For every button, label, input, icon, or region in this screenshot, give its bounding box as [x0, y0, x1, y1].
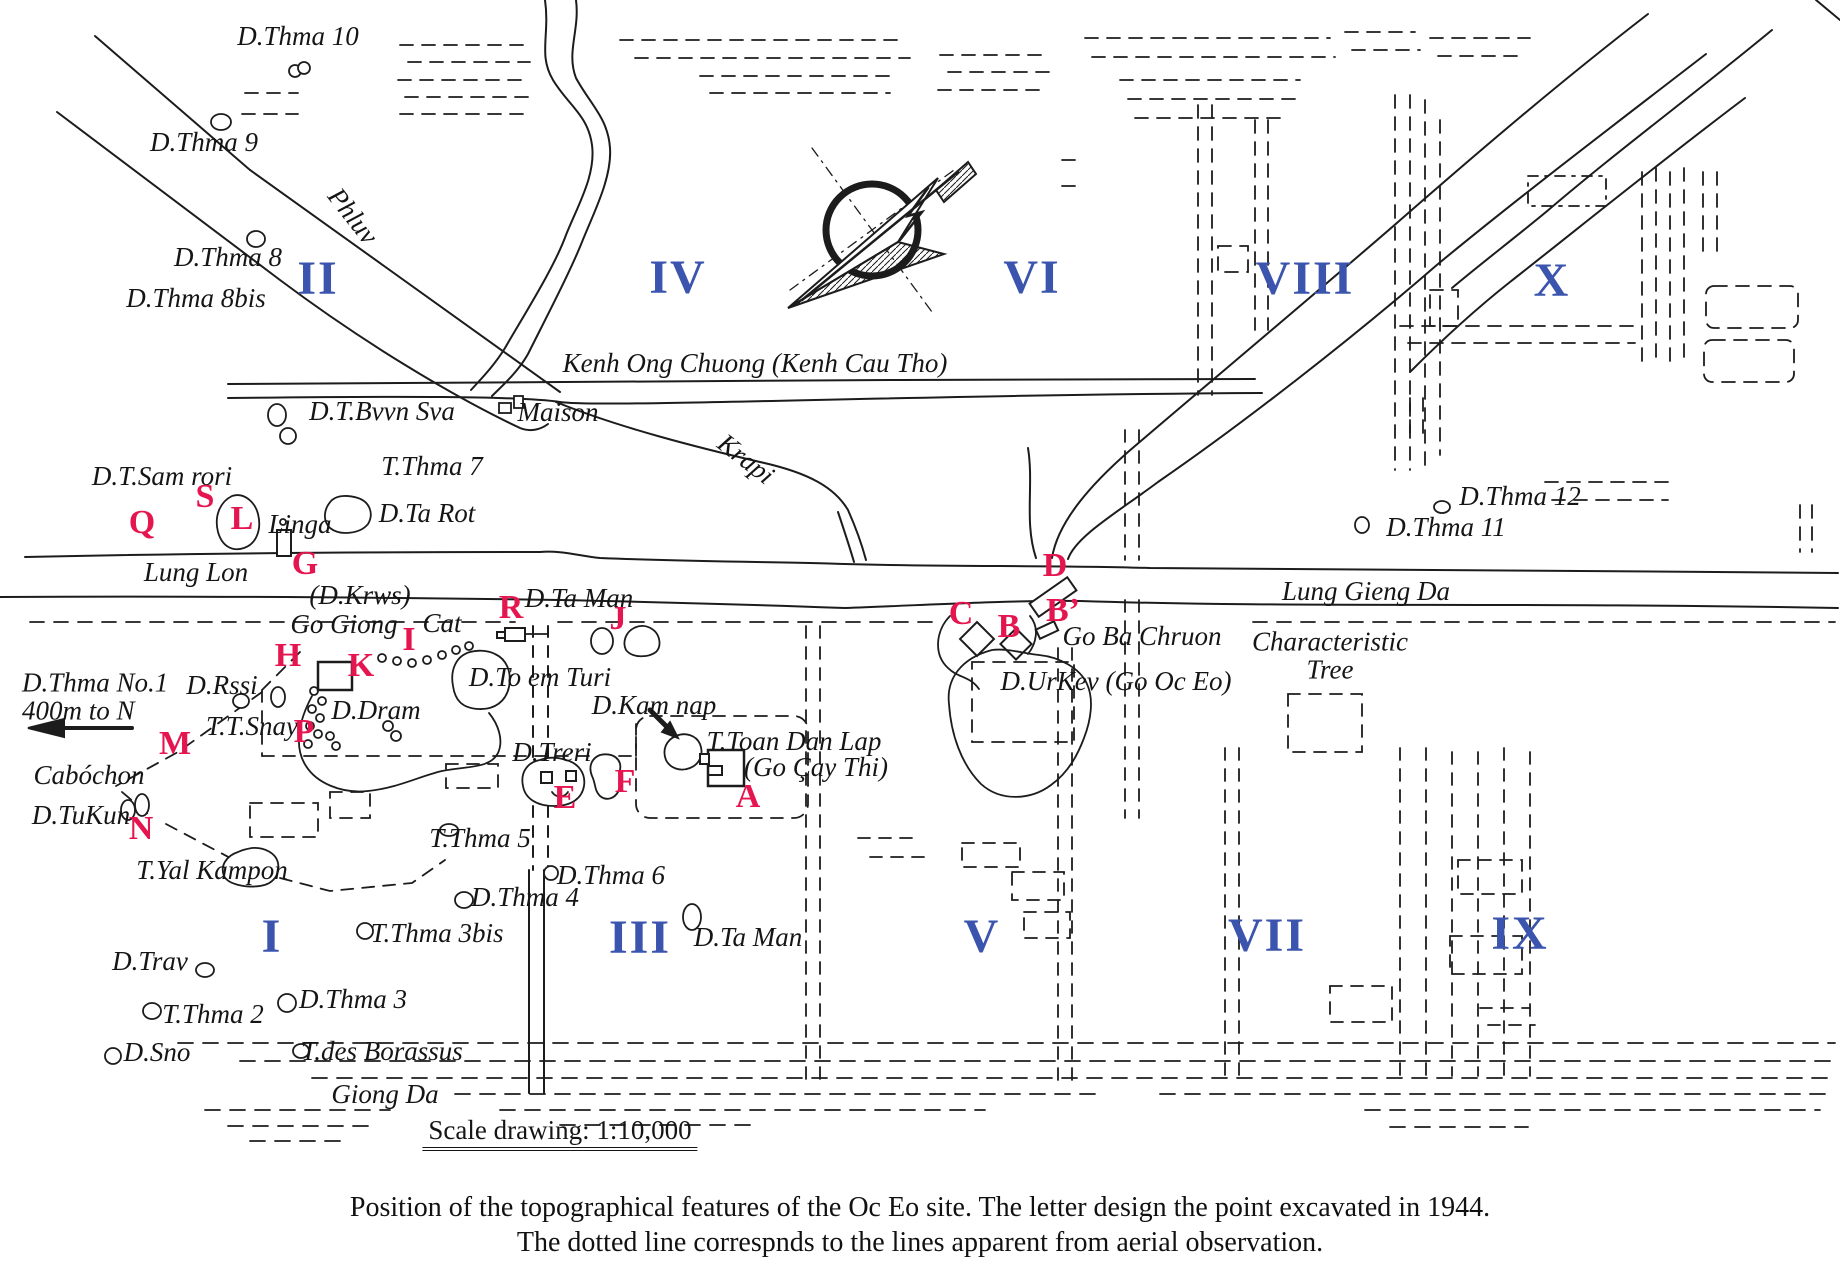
label-d-sno: D.Sno	[123, 1036, 191, 1067]
excavation-point-q: Q	[128, 504, 156, 541]
scale-note: Scale drawing: 1:10,000	[422, 1115, 698, 1151]
excavation-point-c: C	[948, 595, 974, 632]
northeast-river	[1027, 0, 1840, 560]
label-maison: Maison	[517, 396, 599, 427]
label-phluv: Phluv	[321, 181, 385, 250]
label-t-des-borassus: T.des Borassus	[301, 1035, 463, 1066]
label-t-t-snay: T.T.Snay	[205, 710, 299, 741]
label-giong-da: Giong Da	[331, 1078, 439, 1109]
excavation-point-f: F	[614, 763, 636, 800]
zone-label-viii: VIII	[1255, 252, 1355, 305]
label-d-thma-3: D.Thma 3	[298, 983, 408, 1014]
label-d-dram: D.Dram	[331, 694, 421, 725]
zone-label-ii: II	[297, 252, 339, 305]
label-linga: Linga	[268, 508, 332, 539]
label-d-krws: (D.Krws)	[309, 579, 411, 610]
excavation-point-b: B	[997, 608, 1021, 645]
caption-line-1: Position of the topographical features o…	[349, 1192, 1491, 1223]
excavation-point-l: L	[230, 500, 254, 537]
label-d-thma-8bis: D.Thma 8bis	[126, 282, 266, 313]
excavation-point-a: A	[735, 778, 761, 815]
label-d-thma-no1: D.Thma No.1 400m to N	[22, 667, 169, 726]
label-d-thma-8: D.Thma 8	[173, 241, 283, 272]
label-go-ba-chruon: Go Ba Chruon	[1062, 620, 1222, 651]
label-t-thma-7: T.Thma 7	[381, 450, 483, 481]
aerial-marks-top-right	[1061, 31, 1813, 553]
excavation-point-j: J	[609, 600, 627, 637]
label-t-thma-5: T.Thma 5	[429, 822, 531, 853]
label-t-yal-kampon: T.Yal Kampon	[136, 854, 288, 885]
south-canal	[528, 625, 549, 1094]
zone-label-i: I	[261, 910, 283, 963]
excavation-point-n: N	[128, 810, 154, 847]
excavation-point-m: M	[158, 725, 192, 762]
canal-lung-lon-gieng-da	[0, 550, 1839, 610]
label-d-thma-11: D.Thma 11	[1386, 511, 1506, 542]
label-d-rssi: D.Rssi	[186, 669, 258, 700]
compass-rose-icon	[787, 147, 978, 313]
label-characteristic-tree: Characteristic Tree	[1252, 626, 1408, 685]
aerial-marks-middle	[115, 651, 1536, 1081]
label-kenh-ong-chuong: Kenh Ong Chuong (Kenh Cau Tho)	[562, 347, 948, 378]
label-d-thma-4: D.Thma 4	[470, 881, 580, 912]
label-d-thma-12: D.Thma 12	[1459, 480, 1581, 511]
phluv-road	[56, 35, 561, 432]
excavation-point-i: I	[402, 621, 416, 658]
label-cat: Cat	[422, 607, 462, 638]
label-d-thma-6: D.Thma 6	[556, 859, 666, 890]
label-d-tukun: D.TuKun	[31, 799, 131, 830]
giong-da-rows	[177, 1042, 1836, 1142]
aerial-marks-top-left	[241, 39, 1051, 115]
mounds-and-structures	[104, 61, 1451, 1065]
canal-kenh-ong-chuong	[227, 378, 1263, 405]
label-d-ta-man-1: D.Ta Man	[524, 582, 634, 613]
excavation-point-d: D	[1042, 547, 1068, 584]
zone-label-x: X	[1533, 254, 1571, 307]
zone-label-vi: VI	[1003, 251, 1061, 304]
label-lung-lon: Lung Lon	[143, 556, 249, 587]
aerial-zone-boundaries	[805, 429, 1240, 1086]
label-lung-gieng-da: Lung Gieng Da	[1282, 575, 1450, 606]
label-d-t-bvvn-sva: D.T.Bvvn Sva	[309, 395, 455, 426]
zone-label-ix: IX	[1491, 907, 1549, 960]
label-d-t-sam-rori: D.T.Sam rori	[91, 460, 233, 491]
excavation-point-r: R	[498, 589, 524, 626]
label-d-kam-nap: D.Kam nap	[591, 689, 717, 720]
excavation-point-k: K	[347, 647, 375, 684]
excavation-point-g: G	[291, 545, 319, 582]
zone-label-vii: VII	[1227, 909, 1307, 962]
label-d-ta-man-2: D.Ta Man	[693, 921, 803, 952]
label-d-treri: D.Treri	[512, 736, 592, 767]
caption-line-2: The dotted line correspnds to the lines …	[516, 1227, 1324, 1258]
label-t-thma-3bis: T.Thma 3bis	[370, 917, 504, 948]
excavation-point-e: E	[553, 779, 577, 816]
canal-krapi	[555, 401, 867, 563]
excavation-point-h: H	[274, 637, 302, 674]
label-t-thma-2: T.Thma 2	[162, 998, 264, 1029]
excavation-point-s: S	[195, 478, 215, 515]
left-arrow-icon	[27, 717, 134, 739]
label-d-thma-10: D.Thma 10	[237, 20, 359, 51]
label-krapi: Krapi	[712, 427, 781, 491]
excavation-point-p: P	[293, 713, 315, 750]
zone-label-iv: IV	[649, 251, 707, 304]
label-t-toan-dan-lap: T.Toan Dan Lap	[706, 725, 882, 756]
excavation-point-b: B’	[1046, 592, 1080, 629]
label-go-giong: Go Giong	[290, 608, 398, 639]
north-stream	[470, 0, 612, 397]
label-d-thma-9: D.Thma 9	[149, 126, 259, 157]
zone-label-v: V	[963, 910, 1001, 963]
label-d-ta-rot: D.Ta Rot	[378, 497, 476, 528]
zone-label-iii: III	[608, 911, 672, 964]
label-d-urkev: D.UrKev (Go Oc Eo)	[1000, 665, 1232, 696]
label-cabochon: Cabóchon	[33, 759, 145, 790]
label-d-to-em-turi: D.To em Turi	[468, 661, 612, 692]
label-go-cay-thi: (Go Çay Thi)	[744, 751, 888, 782]
label-d-trav: D.Trav	[112, 945, 188, 976]
